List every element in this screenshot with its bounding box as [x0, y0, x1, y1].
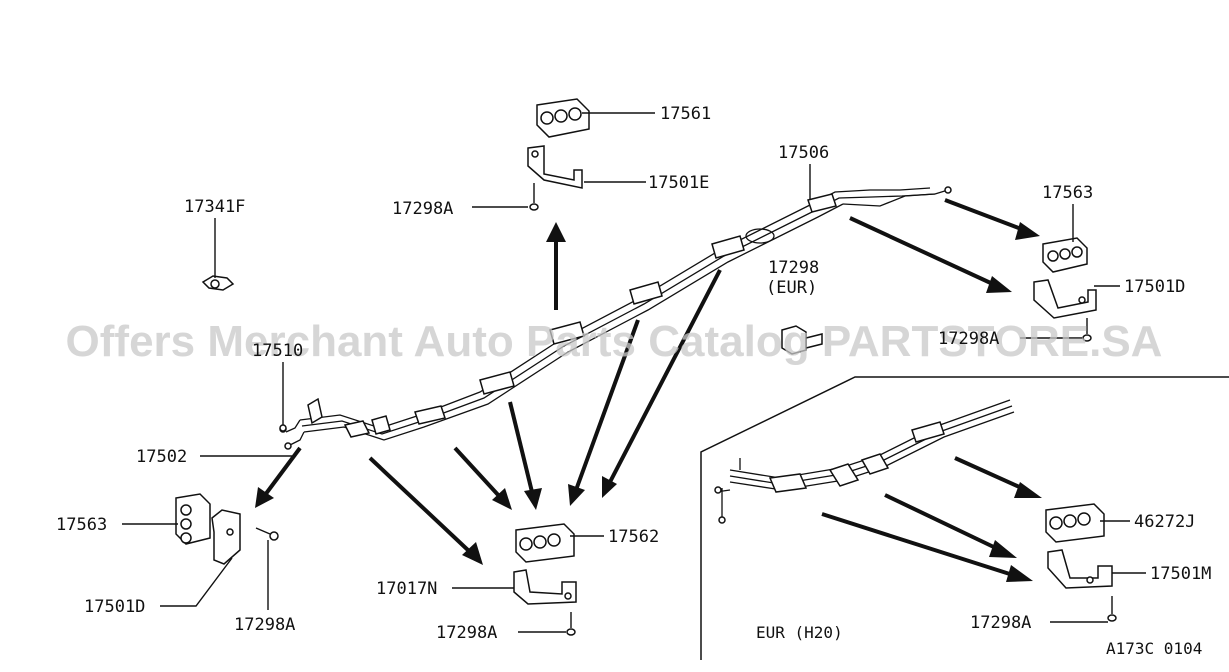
inset-pipe-assembly: [714, 399, 1015, 524]
label-17298A-top: 17298A: [392, 199, 453, 219]
figure-code: A173C 0104: [1106, 639, 1202, 658]
clip-17563-left-drawing: [175, 493, 211, 545]
label-17298A-inset: 17298A: [970, 613, 1031, 633]
label-46272J: 46272J: [1134, 512, 1195, 532]
eur-h20-inset: [700, 376, 1229, 660]
leader-lines: [122, 112, 1120, 633]
watermark: Offers Merchant Auto Parts Catalog PARTS…: [66, 317, 1163, 366]
clip-17563-right-drawing: [1042, 237, 1088, 273]
label-17501D-left: 17501D: [84, 597, 145, 617]
bracket-17501M-drawing: [1047, 549, 1113, 589]
label-17501D-right: 17501D: [1124, 277, 1185, 297]
pipe-clips: [307, 193, 837, 438]
label-17502: 17502: [136, 447, 187, 467]
label-17563-right: 17563: [1042, 183, 1093, 203]
label-17017N: 17017N: [376, 579, 437, 599]
clip-17298-eur-drawing: [781, 325, 823, 355]
label-17563-left: 17563: [56, 515, 107, 535]
bracket-17501D-right-drawing: [1033, 279, 1097, 319]
bracket-17501D-left-drawing: [211, 509, 241, 565]
clip-17561-drawing: [536, 98, 590, 138]
bolt-17298A-inset-drawing: [1107, 596, 1117, 622]
inset-arrows: [821, 456, 1042, 582]
bracket-17501E-drawing: [527, 145, 583, 189]
label-17501M: 17501M: [1150, 564, 1211, 584]
assembly-arrows: [255, 198, 1040, 565]
bolt-17298A-left-drawing: [255, 527, 279, 541]
part-17510-drawing: [279, 424, 287, 432]
clip-17341F-drawing: [201, 275, 235, 291]
label-17341F: 17341F: [184, 197, 245, 217]
part-labels: 17561 17501E 17298A 17341F 17506 17563 1…: [56, 104, 1211, 658]
inset-caption: EUR (H20): [756, 623, 843, 642]
clip-46272J-drawing: [1045, 503, 1105, 543]
label-17298-eur-note: (EUR): [766, 278, 817, 298]
bolt-17298A-bottom-drawing: [566, 612, 576, 636]
label-17298A-right: 17298A: [938, 329, 999, 349]
label-17501E: 17501E: [648, 173, 709, 193]
label-17298-eur: 17298: [768, 258, 819, 278]
inset-leader-lines: [1050, 520, 1146, 623]
label-17562: 17562: [608, 527, 659, 547]
bolt-17298A-right-drawing: [1082, 318, 1092, 342]
label-17561: 17561: [660, 104, 711, 124]
clip-17562-drawing: [515, 523, 575, 563]
bolt-17298A-top-drawing: [529, 183, 539, 211]
label-17510: 17510: [252, 341, 303, 361]
bracket-17017N-drawing: [513, 569, 577, 605]
label-17506: 17506: [778, 143, 829, 163]
label-17298A-left: 17298A: [234, 615, 295, 635]
label-17298A-bottom: 17298A: [436, 623, 497, 643]
